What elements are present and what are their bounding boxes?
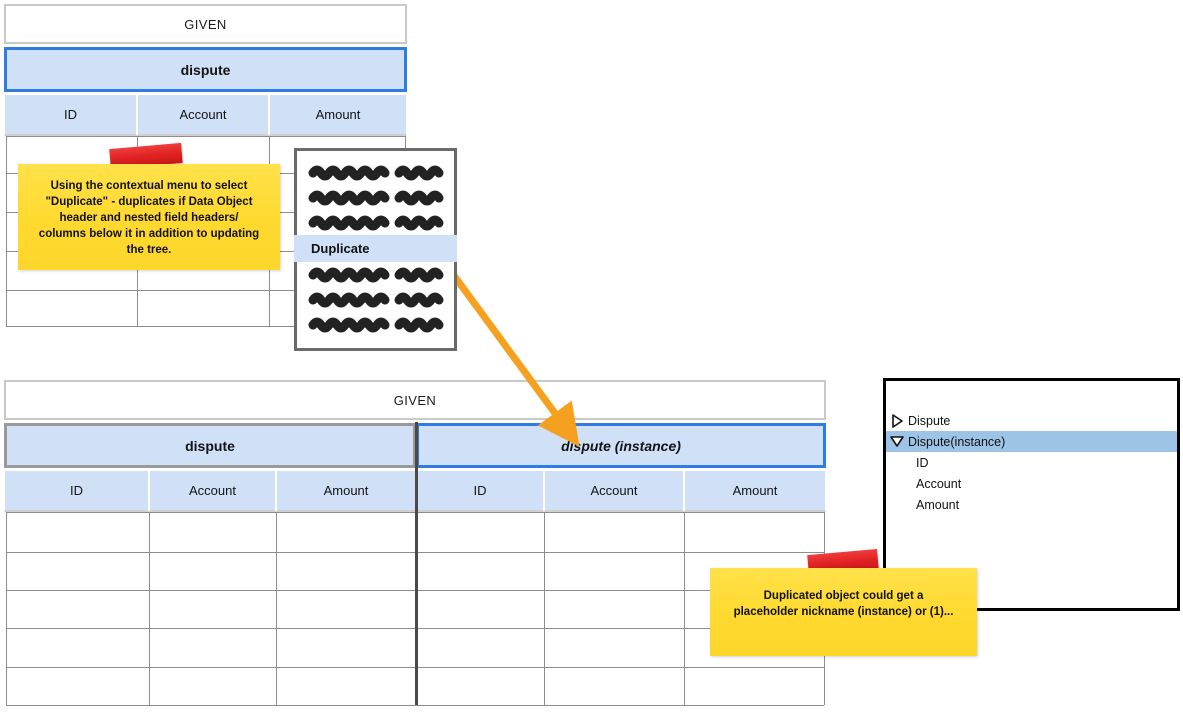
context-menu-item-redacted[interactable]	[297, 210, 454, 235]
top-table-field-id-label: ID	[64, 107, 77, 122]
note-line: Using the contextual menu to select	[50, 180, 248, 192]
bottom-table-col-divider	[149, 512, 150, 705]
bottom-table-field-id-1[interactable]: ID	[4, 470, 149, 512]
note-nickname-text: Duplicated object could get a placeholde…	[716, 588, 971, 620]
bottom-table-field-amount-1-label: Amount	[323, 483, 369, 498]
note-duplicate-behavior-text: Using the contextual menu to select "Dup…	[24, 178, 274, 258]
tree-item-amount[interactable]: Amount	[886, 494, 1177, 515]
top-table-given-row: GIVEN	[4, 4, 407, 44]
redacted-text-icon	[308, 190, 444, 206]
redacted-text-icon	[308, 267, 444, 283]
note-nickname: Duplicated object could get a placeholde…	[710, 568, 977, 656]
bottom-table-field-id-2-label: ID	[473, 483, 487, 498]
bottom-table-object-header-dispute-instance-label: dispute (instance)	[561, 437, 681, 454]
top-table-field-id[interactable]: ID	[4, 94, 137, 136]
chevron-right-icon[interactable]	[886, 413, 908, 428]
context-menu-item-redacted[interactable]	[297, 262, 454, 287]
note-line: Duplicated object could get a	[763, 590, 924, 602]
tree-item-account-label: Account	[916, 476, 962, 491]
redacted-text-icon	[308, 292, 444, 308]
top-table-given-label: GIVEN	[184, 16, 227, 32]
bottom-table-object-header-dispute-label: dispute	[185, 437, 235, 454]
top-table-field-account[interactable]: Account	[137, 94, 269, 136]
tree-item-dispute-instance[interactable]: Dispute(instance)	[886, 431, 1177, 452]
note-line: placeholder nickname (instance) or (1)..…	[733, 606, 954, 618]
bottom-table-field-account-1-label: Account	[189, 483, 236, 498]
top-table-row-divider	[6, 290, 405, 291]
tree-item-dispute-label: Dispute	[908, 413, 951, 428]
top-table-field-account-label: Account	[179, 107, 227, 122]
note-line: columns below it in addition to updating	[38, 228, 260, 240]
duplicate-action-arrow	[433, 248, 580, 447]
bottom-table-col-divider	[544, 512, 545, 705]
bottom-table-given-row: GIVEN	[4, 380, 826, 420]
bottom-table-field-account-2-label: Account	[590, 483, 638, 498]
top-table-field-amount[interactable]: Amount	[269, 94, 407, 136]
note-line: header and nested field headers/	[59, 212, 239, 224]
note-line: the tree.	[126, 244, 172, 256]
bottom-table-row-divider	[6, 705, 824, 706]
bottom-table-field-id-1-label: ID	[70, 483, 83, 498]
bottom-table-object-header-dispute[interactable]: dispute	[4, 423, 416, 468]
bottom-table-object-divider	[415, 422, 418, 705]
chevron-down-icon[interactable]	[886, 435, 908, 448]
bottom-table-col-divider	[6, 512, 7, 705]
top-table-object-header-label: dispute	[180, 61, 231, 78]
bottom-table-given-label: GIVEN	[393, 392, 437, 408]
context-menu-item-redacted[interactable]	[297, 160, 454, 185]
bottom-table-body-grid	[4, 422, 826, 710]
redacted-text-icon	[308, 317, 444, 333]
tree-item-id-label: ID	[916, 455, 929, 470]
bottom-table-col-divider	[276, 512, 277, 705]
bottom-table-field-id-2[interactable]: ID	[416, 470, 544, 512]
tree-item-dispute-instance-label: Dispute(instance)	[908, 434, 1006, 449]
top-table-field-amount-label: Amount	[315, 107, 361, 122]
top-table-object-header-dispute[interactable]: dispute	[4, 47, 407, 92]
context-menu-item-duplicate[interactable]: Duplicate	[294, 235, 457, 262]
bottom-table-col-divider	[684, 512, 685, 705]
top-table-row-divider	[6, 326, 405, 327]
redacted-text-icon	[308, 165, 444, 181]
context-menu-item-redacted[interactable]	[297, 312, 454, 337]
context-menu-item-redacted[interactable]	[297, 185, 454, 210]
tree-item-id[interactable]: ID	[886, 452, 1177, 473]
tree-item-dispute[interactable]: Dispute	[886, 410, 1177, 431]
top-table-row-divider	[6, 136, 405, 137]
bottom-table-field-header-row: ID Account Amount ID Account Amount	[4, 470, 826, 512]
context-menu-item-redacted[interactable]	[297, 287, 454, 312]
top-table-col-divider	[6, 136, 7, 326]
top-table-field-header-row: ID Account Amount	[4, 94, 407, 136]
tree-item-amount-label: Amount	[916, 497, 960, 512]
bottom-table: GIVEN dispute dispute (instance) ID Acco…	[4, 380, 826, 710]
bottom-table-field-account-1[interactable]: Account	[149, 470, 276, 512]
note-duplicate-behavior: Using the contextual menu to select "Dup…	[18, 164, 280, 270]
context-menu-item-duplicate-label: Duplicate	[311, 241, 370, 256]
tree-item-account[interactable]: Account	[886, 473, 1177, 494]
bottom-table-field-account-2[interactable]: Account	[544, 470, 684, 512]
redacted-text-icon	[308, 215, 444, 231]
bottom-table-field-amount-2-label: Amount	[732, 483, 778, 498]
note-line: "Duplicate" - duplicates if Data Object	[45, 196, 253, 208]
bottom-table-field-amount-1[interactable]: Amount	[276, 470, 416, 512]
bottom-table-object-header-dispute-instance[interactable]: dispute (instance)	[416, 423, 826, 468]
bottom-table-field-amount-2[interactable]: Amount	[684, 470, 826, 512]
context-menu[interactable]: Duplicate	[294, 148, 457, 351]
